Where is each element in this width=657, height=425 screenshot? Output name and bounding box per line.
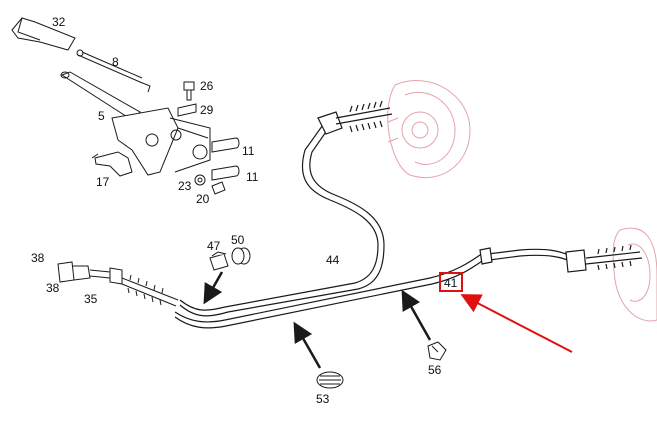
grommet-47 xyxy=(209,251,229,271)
label-11-lower: 11 xyxy=(246,170,259,184)
cable-41 xyxy=(174,244,643,329)
label-32: 32 xyxy=(52,15,66,29)
label-56: 56 xyxy=(428,363,442,377)
label-41: 41 xyxy=(444,276,458,290)
label-50: 50 xyxy=(231,233,245,247)
label-8: 8 xyxy=(112,55,119,69)
sleeve-53 xyxy=(316,371,344,389)
label-38-upper: 38 xyxy=(31,251,45,265)
label-17: 17 xyxy=(96,175,110,189)
label-5: 5 xyxy=(98,109,105,123)
label-29: 29 xyxy=(200,103,214,117)
label-44: 44 xyxy=(326,253,340,267)
label-53: 53 xyxy=(316,392,330,406)
brake-drum-right xyxy=(612,227,657,322)
arrow-to-53 xyxy=(293,321,322,369)
label-23: 23 xyxy=(178,179,192,193)
front-cable-assembly xyxy=(57,261,179,307)
arrow-to-41 xyxy=(460,294,573,353)
label-38-lower: 38 xyxy=(46,281,60,295)
label-20: 20 xyxy=(196,192,210,206)
label-11-upper: 11 xyxy=(242,144,255,158)
highlight-box-41 xyxy=(439,272,463,292)
arrow-to-56 xyxy=(401,289,432,341)
label-47: 47 xyxy=(207,239,221,253)
cable-44 xyxy=(179,100,393,317)
clip-56 xyxy=(427,341,447,361)
label-26: 26 xyxy=(200,79,214,93)
handbrake-lever-assembly xyxy=(11,17,240,195)
bushing-50 xyxy=(231,247,251,265)
arrow-to-47 xyxy=(203,271,224,305)
brake-drum-rear xyxy=(387,80,471,179)
label-35: 35 xyxy=(84,292,98,306)
